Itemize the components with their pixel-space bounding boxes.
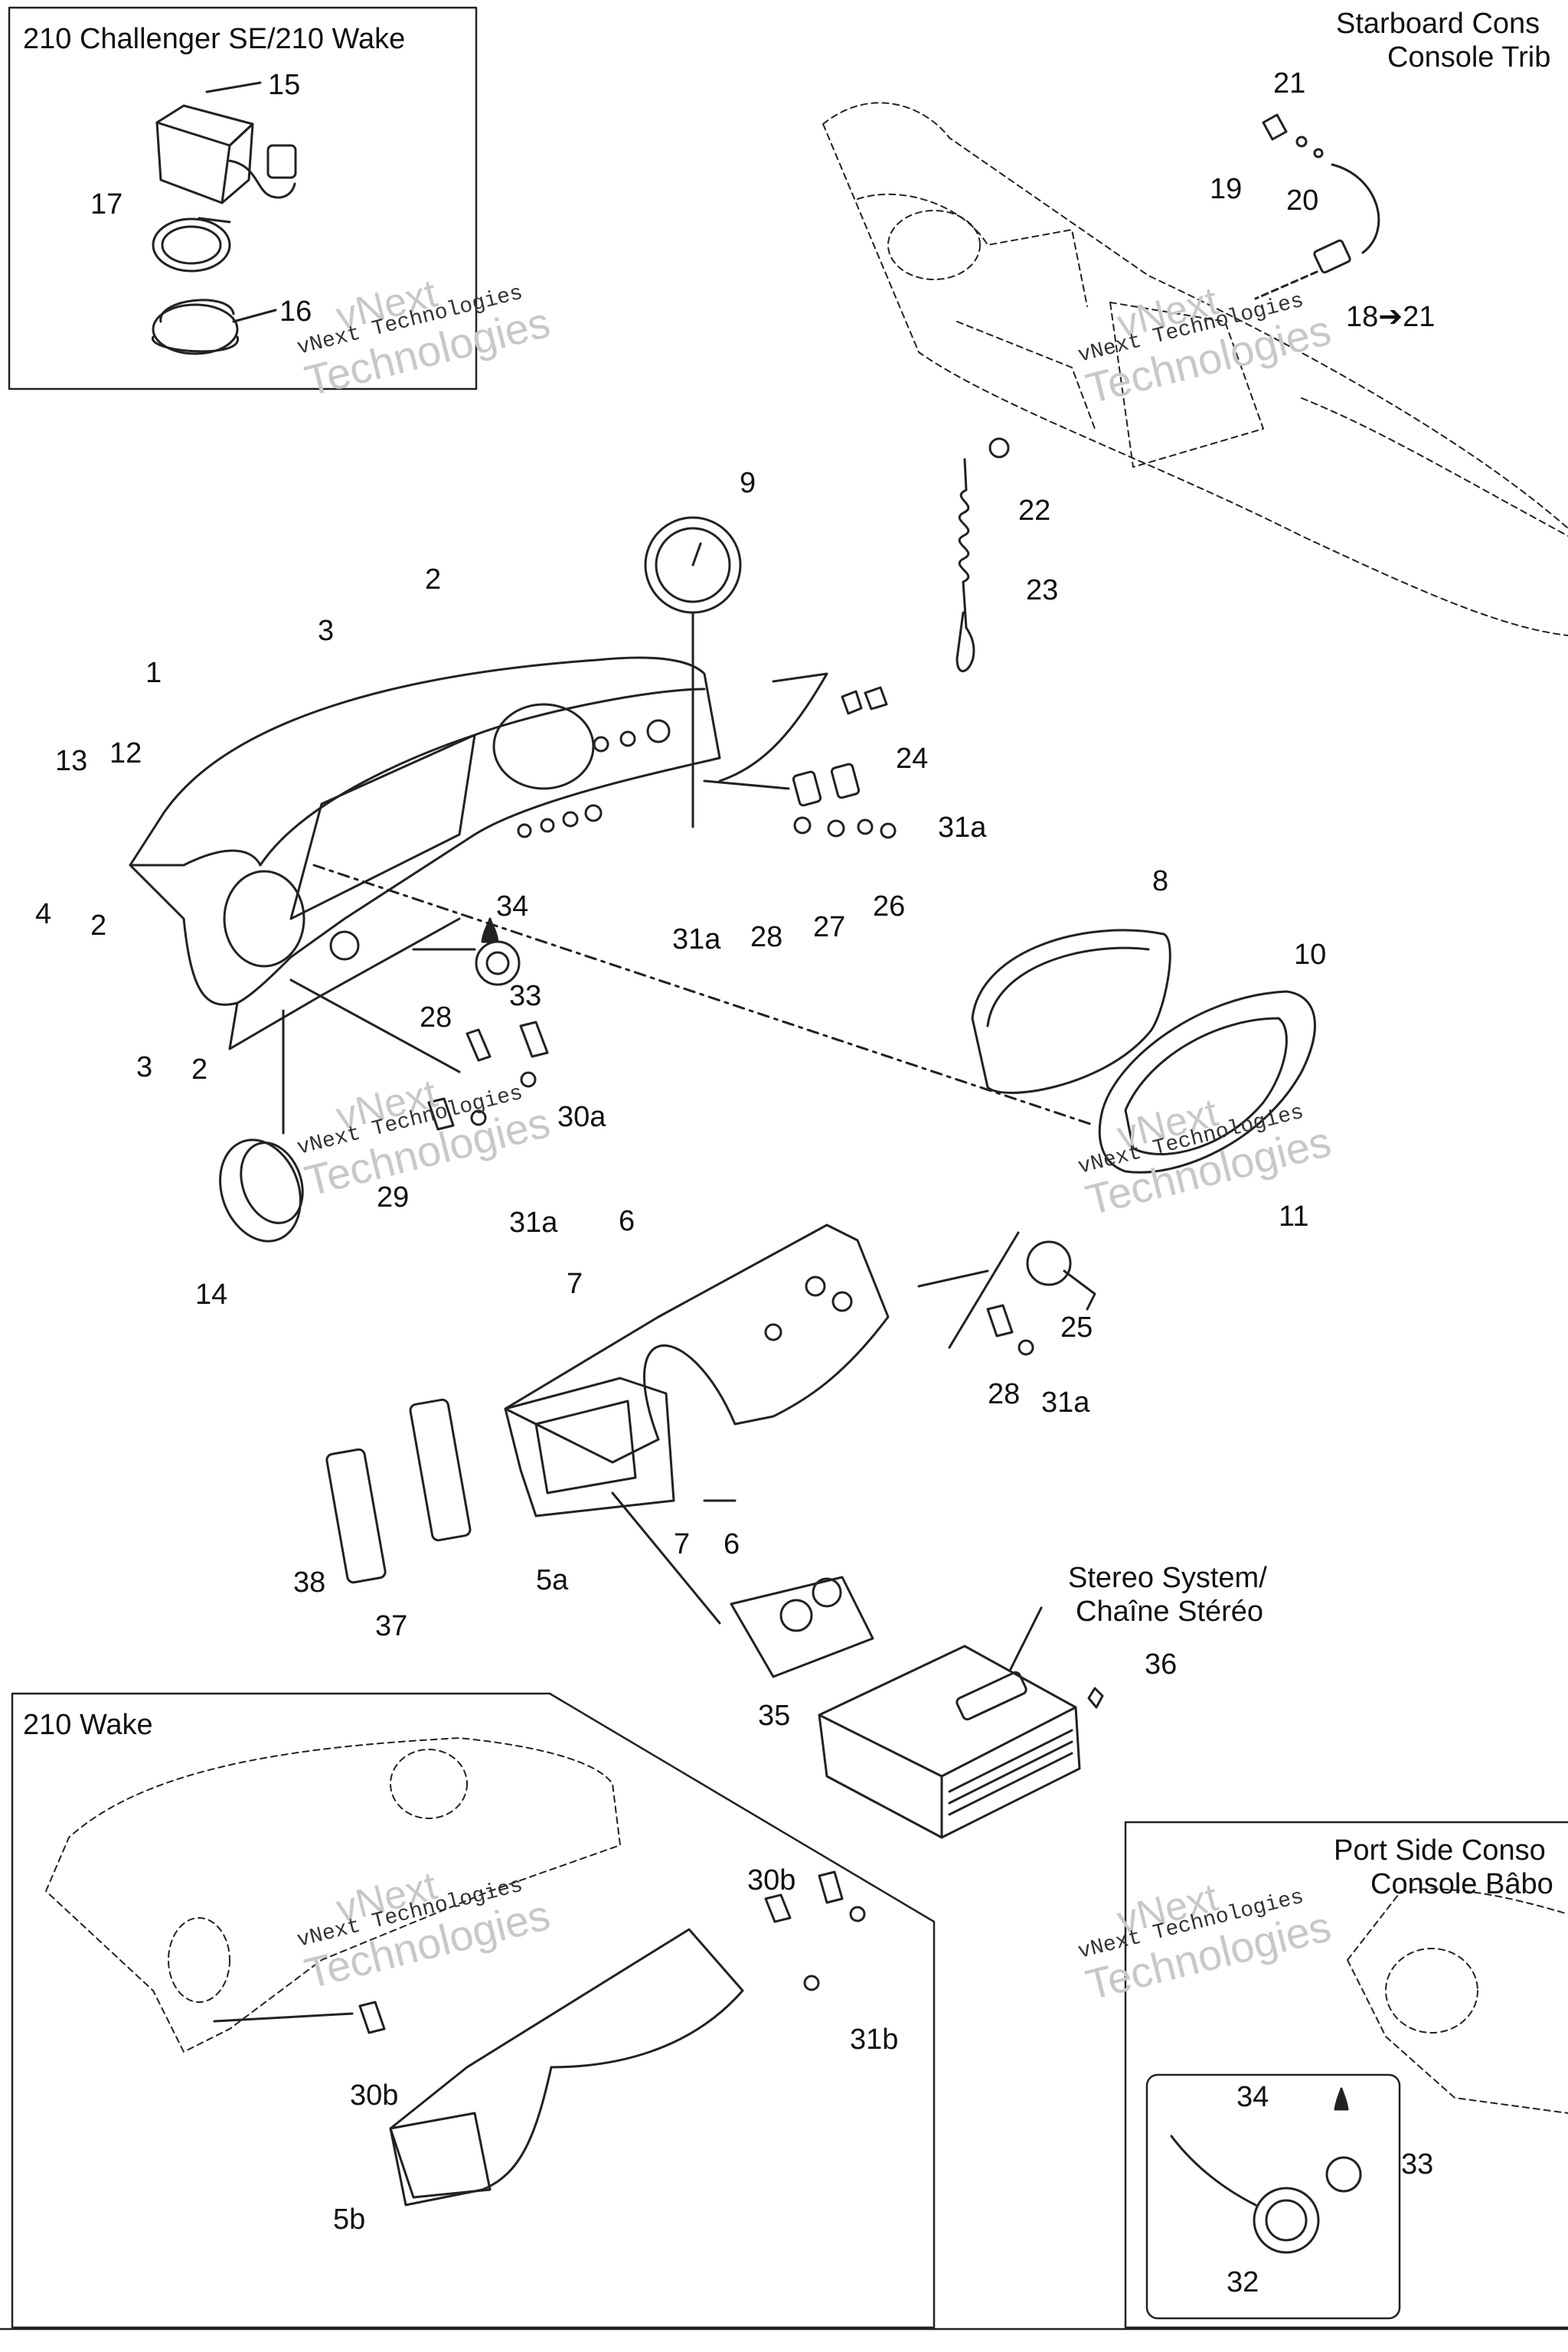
callout-28: 28: [750, 921, 783, 953]
part-15-body: [155, 121, 231, 204]
inset-frame-port: [1124, 1821, 1568, 2329]
part-35-amplifier: [818, 1645, 1081, 1839]
part-16-bezel: [152, 303, 239, 355]
callout-8: 8: [1152, 865, 1169, 897]
part-22-nut: [988, 437, 1010, 459]
inset-title-port-line1: Port Side Conso: [1334, 1834, 1546, 1867]
callout-33: 33: [1401, 2148, 1434, 2180]
callout-31a: 31a: [938, 812, 987, 844]
callout-26: 26: [873, 890, 906, 923]
part-25-key-switch: [1026, 1240, 1072, 1286]
inset-title-wake: 210 Wake: [23, 1709, 153, 1741]
callout-18-to-21: 18➔21: [1346, 301, 1436, 333]
callout-34: 34: [496, 890, 529, 923]
callout-3: 3: [318, 615, 335, 647]
callout-11: 11: [1279, 1200, 1309, 1233]
inset-title-port-line2: Console Bâbo: [1370, 1868, 1553, 1900]
callout-30b: 30b: [350, 2079, 399, 2112]
callout-6: 6: [619, 1205, 635, 1237]
callout-35: 35: [758, 1700, 791, 1732]
lower-panel-5a: [325, 1223, 890, 1625]
port-inset: [1347, 1888, 1568, 2114]
wake-inset-dash: [45, 1737, 621, 2053]
callout-3: 3: [136, 1051, 153, 1083]
callout-36: 36: [1145, 1648, 1178, 1681]
callout-6: 6: [724, 1528, 740, 1560]
stereo-unit: [730, 1576, 1104, 1839]
callout-7: 7: [567, 1268, 583, 1300]
callout-25: 25: [1060, 1312, 1093, 1344]
callout-2: 2: [425, 564, 442, 596]
callout-5b: 5b: [333, 2203, 366, 2236]
callout-31a: 31a: [1041, 1387, 1090, 1419]
callout-38: 38: [293, 1566, 326, 1599]
callout-29: 29: [377, 1181, 410, 1214]
callout-31a: 31a: [509, 1207, 558, 1239]
callout-30b: 30b: [747, 1864, 796, 1896]
callout-16: 16: [279, 296, 312, 328]
inset-title-challenger: 210 Challenger SE/210 Wake: [23, 23, 406, 55]
callout-10: 10: [1294, 939, 1327, 971]
callout-37: 37: [375, 1610, 408, 1642]
callout-5a: 5a: [536, 1564, 569, 1596]
port-detail-parts: [1170, 2087, 1362, 2254]
part-37-bracket: [325, 1448, 387, 1584]
part-17-ring: [152, 217, 231, 273]
main-dash-panel: [129, 656, 721, 1050]
callout-2: 2: [90, 910, 107, 942]
callout-28: 28: [420, 1001, 452, 1034]
callout-15: 15: [268, 69, 301, 101]
starboard-small-parts: [956, 113, 1380, 673]
part-10-bezel: [1098, 990, 1316, 1174]
callout-22: 22: [1018, 495, 1051, 527]
callout-28: 28: [988, 1378, 1021, 1410]
inset-frame-challenger: [8, 6, 478, 390]
dash-components: [219, 516, 1316, 1356]
inset-frames: [0, 6, 1568, 2331]
callout-19: 19: [1210, 173, 1243, 205]
callout-23: 23: [1026, 574, 1059, 606]
inset-title-starboard-line1: Starboard Cons: [1336, 8, 1540, 40]
callout-4: 4: [35, 898, 52, 930]
callout-31b: 31b: [850, 2024, 899, 2056]
callout-24: 24: [896, 743, 929, 775]
inset-title-starboard-line2: Console Trib: [1387, 41, 1551, 74]
part-23-lanyard: [956, 458, 975, 673]
callout-12: 12: [109, 737, 142, 769]
callout-34: 34: [1236, 2081, 1269, 2113]
part-32-outlet: [1253, 2187, 1320, 2254]
part-14-gauge-housing: [219, 1138, 302, 1243]
inset-challenger-parts: [152, 81, 297, 355]
part-8-display: [971, 929, 1171, 1094]
callout-9: 9: [740, 467, 756, 499]
callout-14: 14: [195, 1279, 228, 1311]
stereo-label-line2: Chaîne Stéréo: [1076, 1596, 1264, 1628]
callout-17: 17: [90, 188, 123, 220]
callout-27: 27: [813, 911, 846, 943]
part-1-dash-shell: [129, 656, 721, 1006]
callout-33: 33: [509, 980, 542, 1012]
starboard-console: [822, 102, 1568, 636]
callout-30a: 30a: [557, 1101, 606, 1133]
wake-inset-panel: [213, 1870, 866, 2207]
inset-frame-wake: [11, 1692, 936, 2329]
part-33-outlet: [475, 940, 521, 986]
callout-21: 21: [1273, 67, 1306, 100]
callout-13: 13: [55, 745, 88, 777]
callout-32: 32: [1227, 2266, 1259, 2298]
callout-20: 20: [1286, 185, 1319, 217]
callout-7: 7: [674, 1528, 691, 1560]
callout-31a: 31a: [672, 923, 721, 956]
inset-frame-port-detail: [1145, 2073, 1401, 2320]
callout-1: 1: [145, 657, 162, 689]
stereo-label-line1: Stereo System/: [1068, 1562, 1267, 1594]
callout-2: 2: [191, 1054, 208, 1086]
